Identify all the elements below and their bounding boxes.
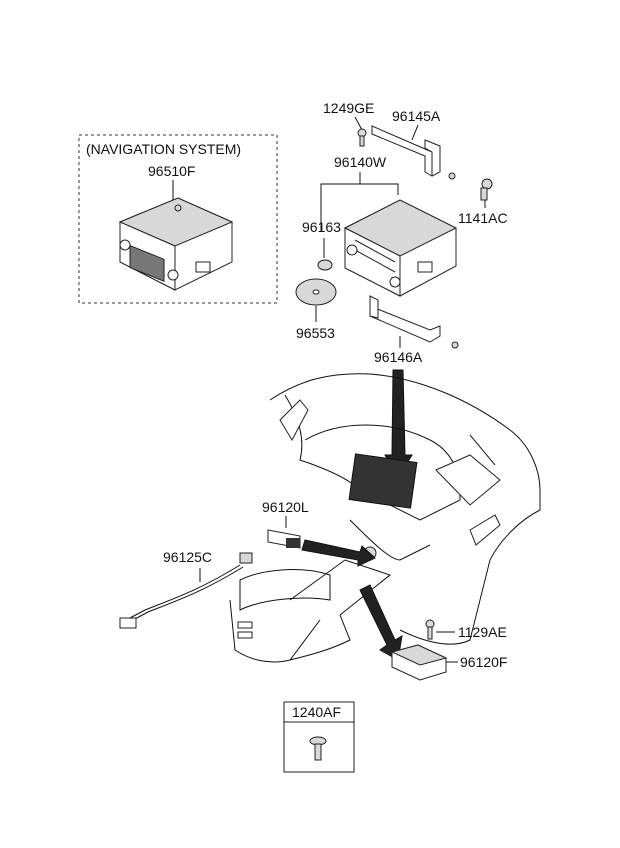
part-label-96163: 96163 (302, 219, 341, 235)
part-label-96553: 96553 (296, 325, 335, 341)
screw-1141AC (480, 178, 493, 201)
head-unit-96140W (343, 199, 458, 297)
part-label-96510F: 96510F (148, 163, 195, 179)
navigation-head-unit (118, 197, 234, 291)
dashboard-illustration (229, 373, 541, 663)
screw-1240AF (309, 736, 327, 761)
bracket-96145A (371, 125, 456, 180)
navigation-system-group: (NAVIGATION SYSTEM) 96510F (78, 134, 278, 304)
navigation-dashed-box (78, 134, 278, 304)
knob-96163 (317, 259, 333, 271)
navigation-system-title: (NAVIGATION SYSTEM) (86, 141, 241, 157)
bracket-96146A (369, 295, 459, 349)
cable-96125C (119, 552, 253, 629)
disc-96553 (295, 278, 337, 306)
part-label-96125C: 96125C (163, 549, 212, 565)
head-unit-group: 1249GE 96145A 96140W 96163 1141AC (295, 100, 508, 365)
jack-96120L (267, 529, 301, 549)
arrow-console-to-module (359, 584, 403, 661)
arrow-jack-to-console (301, 539, 376, 567)
module-96120F (390, 644, 448, 681)
part-label-96145A: 96145A (392, 108, 441, 124)
part-label-1249GE: 1249GE (323, 100, 374, 116)
part-label-1129AE: 1129AE (458, 624, 507, 640)
leader-1249GE (354, 116, 363, 131)
part-label-96120L: 96120L (262, 499, 309, 515)
part-label-1141AC: 1141AC (458, 210, 508, 226)
bolt-1129AE (425, 619, 435, 640)
bolt-1249GE (357, 128, 367, 147)
leader-96145A (411, 124, 419, 141)
part-label-96120F: 96120F (460, 654, 507, 670)
legend-box-1240AF: 1240AF (283, 701, 355, 773)
part-label-96140W: 96140W (334, 154, 387, 170)
part-label-96146A: 96146A (374, 349, 423, 365)
part-label-1240AF: 1240AF (292, 704, 341, 720)
